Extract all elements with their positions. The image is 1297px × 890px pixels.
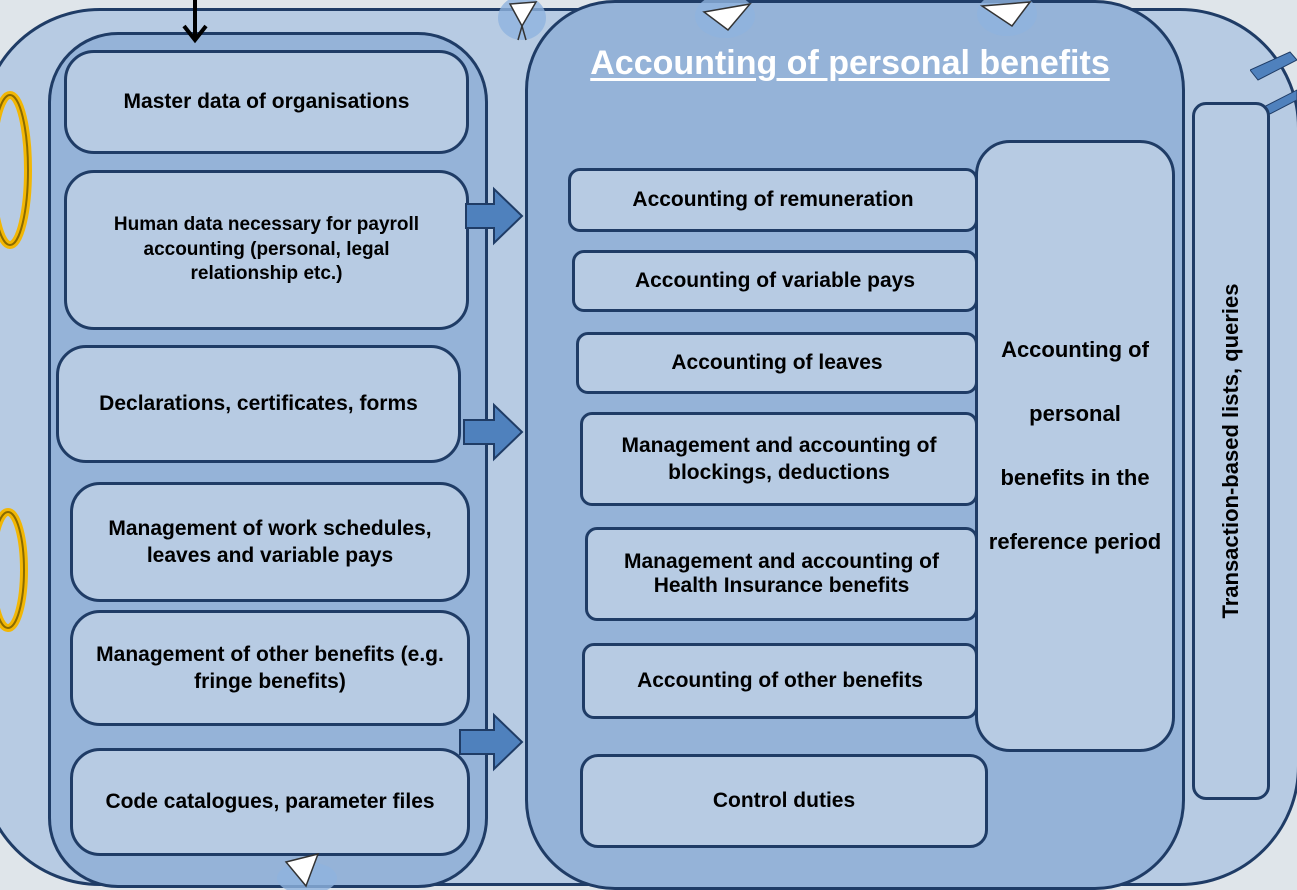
code-catalogues-box: Code catalogues, parameter files bbox=[70, 748, 470, 856]
control-duties-label: Control duties bbox=[712, 789, 856, 813]
other-benefits-accounting-label: Accounting of other benefits bbox=[637, 669, 923, 693]
health-insurance-box: Management and accounting of Health Insu… bbox=[585, 527, 978, 621]
reference-period-box: Accounting of personal benefits in the r… bbox=[975, 140, 1175, 752]
transaction-lists-box: Transaction-based lists, queries bbox=[1192, 102, 1270, 800]
code-catalogues-label: Code catalogues, parameter files bbox=[105, 790, 435, 814]
human-data-label: Human data necessary for payroll account… bbox=[113, 213, 420, 285]
diagram-title: Accounting of personal benefits bbox=[590, 44, 1110, 82]
health-insurance-label: Management and accounting of Health Insu… bbox=[623, 550, 940, 597]
transaction-lists-label: Transaction-based lists, queries bbox=[1218, 283, 1243, 619]
control-duties-box: Control duties bbox=[580, 754, 988, 848]
work-schedules-box: Management of work schedules, leaves and… bbox=[70, 482, 470, 602]
declarations-box: Declarations, certificates, forms bbox=[56, 345, 461, 463]
other-benefits-management-box: Management of other benefits (e.g. fring… bbox=[70, 610, 470, 726]
mascot-icon-1 bbox=[498, 0, 546, 41]
leaves-label: Accounting of leaves bbox=[671, 351, 883, 375]
remuneration-box: Accounting of remuneration bbox=[568, 168, 978, 232]
flow-arrow-1 bbox=[465, 186, 524, 246]
blockings-box: Management and accounting of blockings, … bbox=[580, 412, 978, 506]
flow-arrow-2 bbox=[463, 402, 524, 462]
flow-arrow-3 bbox=[459, 712, 524, 772]
master-data-box: Master data of organisations bbox=[64, 50, 469, 154]
variable-pays-box: Accounting of variable pays bbox=[572, 250, 978, 312]
reference-period-label: Accounting of personal benefits in the r… bbox=[988, 337, 1162, 554]
incoming-arrow bbox=[182, 0, 208, 44]
other-benefits-management-label: Management of other benefits (e.g. fring… bbox=[96, 642, 444, 693]
ring-decoration-top bbox=[0, 91, 32, 249]
blockings-label: Management and accounting of blockings, … bbox=[621, 433, 937, 484]
master-data-label: Master data of organisations bbox=[123, 90, 410, 114]
mascot-icon-4 bbox=[277, 852, 337, 890]
declarations-label: Declarations, certificates, forms bbox=[99, 392, 418, 416]
mascot-icon-3 bbox=[977, 0, 1037, 36]
work-schedules-label: Management of work schedules, leaves and… bbox=[108, 516, 432, 567]
mascot-icon-2 bbox=[695, 0, 755, 38]
other-benefits-accounting-box: Accounting of other benefits bbox=[582, 643, 978, 719]
leaves-box: Accounting of leaves bbox=[576, 332, 978, 394]
remuneration-label: Accounting of remuneration bbox=[632, 188, 914, 212]
ring-decoration-bottom bbox=[0, 508, 28, 632]
variable-pays-label: Accounting of variable pays bbox=[634, 269, 916, 293]
human-data-box: Human data necessary for payroll account… bbox=[64, 170, 469, 330]
